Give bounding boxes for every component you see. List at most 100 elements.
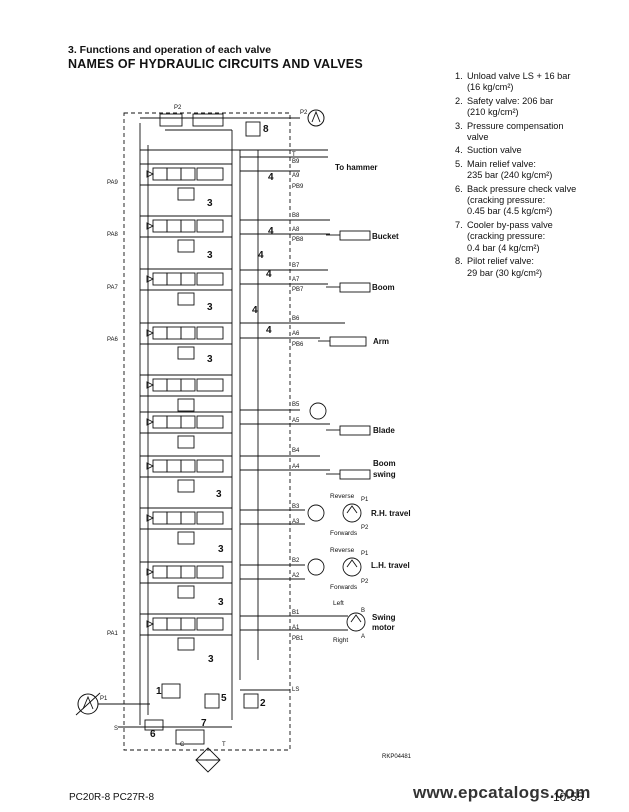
legend-text: Main relief valve:235 bar (240 kg/cm²): [467, 159, 591, 182]
legend-number: 6.: [455, 183, 463, 194]
legend-item: 2. Safety valve: 206 bar(210 kg/cm²): [455, 96, 591, 119]
legend-line: Back pressure check valve: [467, 183, 577, 194]
legend-line: Pressure compensation: [467, 120, 564, 131]
swing-motor: [346, 612, 366, 632]
port-lh-p1: P1: [361, 551, 369, 557]
port-rh-p2: P2: [361, 525, 369, 531]
legend-item: 7.Cooler by-pass valve(cracking pressure…: [455, 220, 591, 254]
port-a3: A3: [292, 519, 300, 525]
bucket-cylinder: [326, 230, 371, 241]
legend-line: valve: [467, 132, 489, 143]
watermark: www.epcatalogs.com: [413, 783, 591, 802]
legend-line: Unload valve LS + 16 bar: [467, 71, 571, 81]
port-c: C: [180, 742, 185, 748]
port-pa8: PA8: [107, 232, 119, 238]
port-p2-block: P2: [174, 105, 182, 111]
legend-line: Pilot relief valve:: [467, 256, 534, 267]
num-2: 2: [260, 698, 266, 709]
relief-valves-bottom: [161, 683, 259, 709]
legend-line: Main relief valve:: [467, 158, 536, 169]
label-swing-motor-2: motor: [372, 623, 395, 632]
port-a4: A4: [292, 464, 300, 470]
label-forwards-lh: Forwards: [330, 584, 358, 591]
lh-travel-motor: [307, 557, 362, 577]
spool-section: [140, 561, 232, 599]
port-b4: B4: [292, 448, 300, 454]
valve-legend: 1.Unload valve LS + 16 bar(16 kg/cm²)2.S…: [455, 71, 591, 281]
num-3-b: 3: [207, 250, 213, 261]
port-b2: B2: [292, 558, 300, 564]
legend-item: 8.Pilot relief valve:29 bar (30 kg/cm²): [455, 256, 591, 279]
port-pa7: PA7: [107, 285, 119, 291]
num-4-b: 4: [268, 226, 274, 237]
pump-p1: [75, 692, 150, 716]
label-lh-travel: L.H. travel: [371, 561, 410, 570]
legend-text: Suction valve: [467, 145, 591, 156]
legend-number: 2.: [455, 95, 463, 106]
num-4-e: 4: [252, 305, 258, 316]
legend-line: 0.45 bar (4.5 kg/cm²): [467, 206, 553, 217]
num-3-d: 3: [207, 354, 213, 365]
legend-text: Safety valve: 206 bar(210 kg/cm²): [467, 96, 591, 119]
label-swing-motor-1: Swing: [372, 613, 396, 622]
legend-text: Pilot relief valve:29 bar (30 kg/cm²): [467, 256, 591, 279]
port-lh-p2: P2: [361, 579, 369, 585]
port-a8: A8: [292, 227, 300, 233]
spool-section: [140, 507, 232, 545]
port-b7: B7: [292, 263, 300, 269]
port-b8: B8: [292, 213, 300, 219]
oil-cooler: [118, 719, 232, 773]
legend-line: 0.4 bar (4 kg/cm²): [467, 242, 540, 253]
spool-section: [140, 215, 232, 253]
port-pb7: PB7: [292, 287, 304, 293]
port-ls: LS: [292, 687, 299, 693]
port-b5: B5: [292, 402, 300, 408]
port-pb6: PB6: [292, 342, 304, 348]
label-bucket: Bucket: [372, 232, 399, 241]
num-3-f: 3: [218, 544, 224, 555]
port-pa6: PA6: [107, 337, 119, 343]
actuator-lines: [240, 156, 348, 691]
legend-line: Suction valve: [467, 145, 522, 156]
boom-cylinder: [326, 282, 371, 293]
port-pb1: PB1: [292, 636, 304, 642]
port-motor-b: B: [361, 608, 365, 614]
model-numbers: PC20R-8 PC27R-8: [69, 792, 155, 803]
legend-number: 3.: [455, 120, 463, 131]
label-reverse-lh: Reverse: [330, 547, 355, 554]
port-a1: A1: [292, 625, 300, 631]
page-title: NAMES OF HYDRAULIC CIRCUITS AND VALVES: [68, 57, 363, 71]
legend-line: (cracking pressure:: [467, 231, 546, 242]
spool-section: [140, 268, 232, 306]
label-boom-swing-2: swing: [373, 470, 396, 479]
pilot-block-top: [159, 113, 261, 137]
spool-sections: [140, 163, 232, 651]
label-reverse-rh: Reverse: [330, 493, 355, 500]
port-a5: A5: [292, 418, 300, 424]
num-6: 6: [150, 729, 156, 740]
label-right: Right: [333, 637, 348, 644]
num-3-e: 3: [216, 489, 222, 500]
legend-line: (cracking pressure:: [467, 195, 546, 206]
page-number: 10-55: [553, 790, 584, 804]
num-1: 1: [156, 686, 162, 697]
valve-block-outline: [123, 112, 291, 751]
port-t-bottom: T: [222, 742, 226, 748]
legend-item: 6. Back pressure check valve(cracking pre…: [455, 184, 591, 218]
port-b1: B1: [292, 610, 300, 616]
num-4-a: 4: [268, 172, 274, 183]
num-4-d: 4: [266, 269, 272, 280]
legend-line: 29 bar (30 kg/cm²): [467, 267, 543, 278]
port-pa1: PA1: [107, 631, 119, 637]
drawing-code: RKP04481: [382, 754, 412, 760]
legend-text: Unload valve LS + 16 bar(16 kg/cm²): [467, 71, 591, 94]
pump-p2: [307, 109, 325, 127]
spool-section: [140, 163, 232, 201]
port-t: T: [292, 152, 296, 158]
num-5: 5: [221, 693, 227, 704]
label-left: Left: [333, 600, 344, 607]
legend-number: 5.: [455, 158, 463, 169]
legend-text: Back pressure check valve(cracking press…: [467, 184, 591, 218]
